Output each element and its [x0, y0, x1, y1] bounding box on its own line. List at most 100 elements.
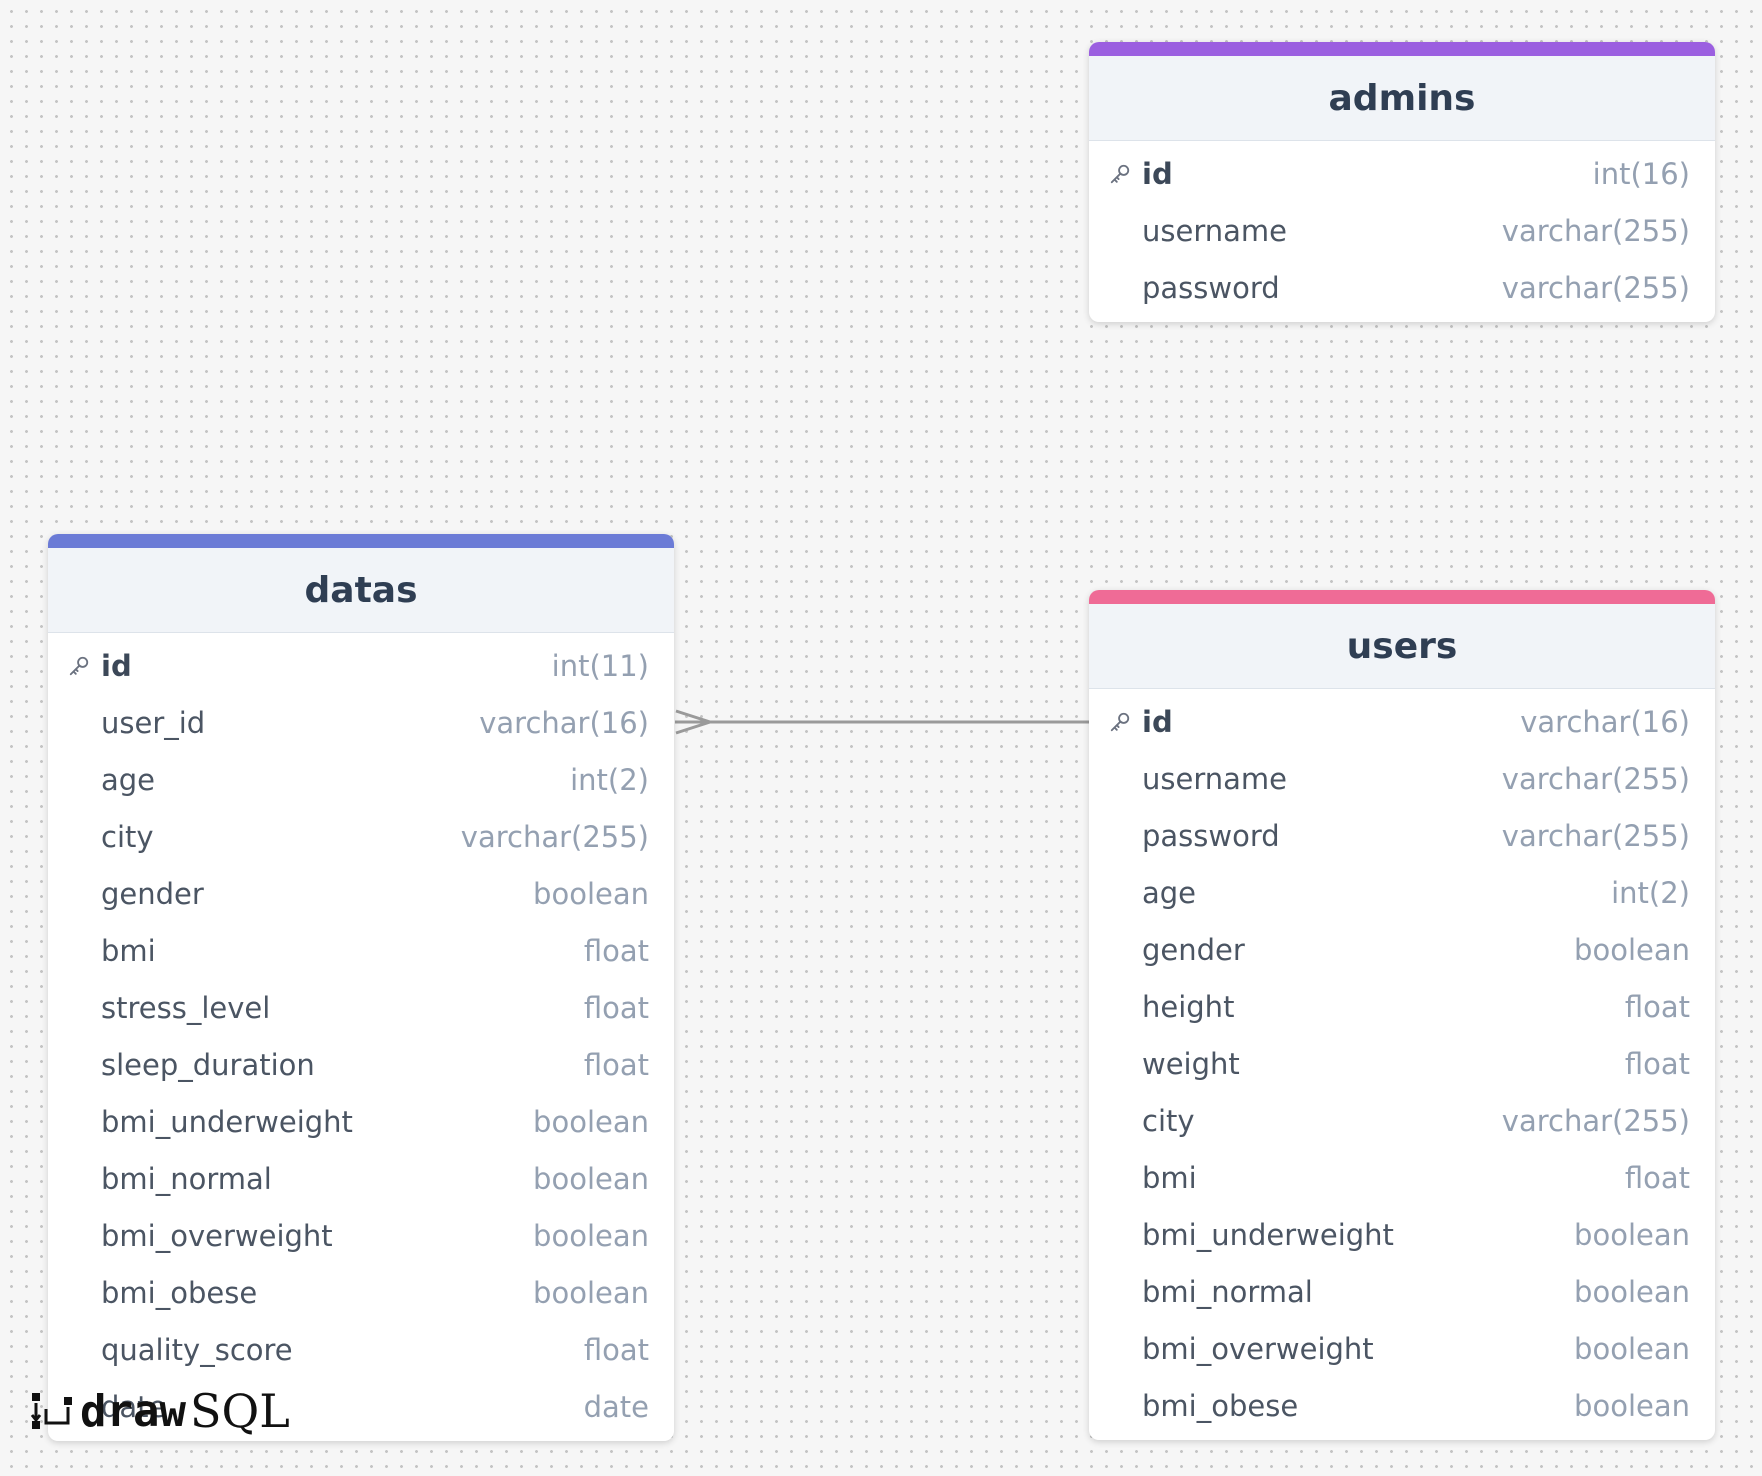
column-type: float — [583, 933, 649, 968]
column-name: id — [1142, 704, 1173, 739]
column-type: boolean — [533, 1275, 649, 1310]
column-type: varchar(255) — [1501, 270, 1690, 305]
column-type: date — [583, 1389, 649, 1424]
column-row-weight[interactable]: weight float — [1089, 1035, 1715, 1092]
column-type: varchar(16) — [479, 705, 649, 740]
drawsql-logo[interactable]: draw SQL — [30, 1384, 290, 1438]
column-row-bmi-overweight[interactable]: bmi_overweight boolean — [48, 1207, 674, 1264]
column-name: bmi_normal — [1142, 1274, 1313, 1309]
column-type: varchar(16) — [1520, 704, 1690, 739]
column-row-quality-score[interactable]: quality_score float — [48, 1321, 674, 1378]
column-row-bmi[interactable]: bmi float — [48, 922, 674, 979]
column-type: boolean — [533, 1218, 649, 1253]
column-type: boolean — [1574, 1331, 1690, 1366]
column-type: varchar(255) — [1501, 761, 1690, 796]
column-name: bmi — [1142, 1160, 1197, 1195]
column-row-stress-level[interactable]: stress_level float — [48, 979, 674, 1036]
column-name: weight — [1142, 1046, 1240, 1081]
column-type: int(11) — [551, 648, 649, 683]
column-name: username — [1142, 761, 1287, 796]
column-row-age[interactable]: age int(2) — [48, 751, 674, 808]
column-type: varchar(255) — [1501, 1103, 1690, 1138]
column-name: height — [1142, 989, 1235, 1024]
column-row-id[interactable]: id varchar(16) — [1089, 693, 1715, 750]
column-type: float — [1624, 1046, 1690, 1081]
column-type: float — [583, 1047, 649, 1082]
column-name: bmi — [101, 933, 156, 968]
column-type: float — [1624, 989, 1690, 1024]
table-color-bar — [48, 534, 674, 548]
column-type: varchar(255) — [460, 819, 649, 854]
column-name: age — [101, 762, 156, 797]
primary-key-icon — [1109, 163, 1131, 185]
column-row-id[interactable]: id int(11) — [48, 637, 674, 694]
column-type: boolean — [1574, 932, 1690, 967]
column-name: gender — [101, 876, 204, 911]
column-name: username — [1142, 213, 1287, 248]
column-type: boolean — [1574, 1217, 1690, 1252]
column-type: float — [583, 1332, 649, 1367]
column-name: bmi_overweight — [1142, 1331, 1374, 1366]
column-row-bmi-obese[interactable]: bmi_obese boolean — [48, 1264, 674, 1321]
column-type: int(2) — [1611, 875, 1690, 910]
column-row-height[interactable]: height float — [1089, 978, 1715, 1035]
table-title: datas — [304, 569, 418, 611]
column-row-bmi-normal[interactable]: bmi_normal boolean — [1089, 1263, 1715, 1320]
column-name: bmi_underweight — [101, 1104, 353, 1139]
column-name: bmi_obese — [1142, 1388, 1299, 1423]
column-row-bmi-underweight[interactable]: bmi_underweight boolean — [48, 1093, 674, 1150]
column-row-gender[interactable]: gender boolean — [48, 865, 674, 922]
column-type: boolean — [1574, 1274, 1690, 1309]
column-name: user_id — [101, 705, 206, 740]
column-type: varchar(255) — [1501, 213, 1690, 248]
column-row-bmi-overweight[interactable]: bmi_overweight boolean — [1089, 1320, 1715, 1377]
column-type: boolean — [533, 1104, 649, 1139]
column-name: bmi_underweight — [1142, 1217, 1394, 1252]
column-type: varchar(255) — [1501, 818, 1690, 853]
column-type: boolean — [533, 1161, 649, 1196]
column-row-bmi-normal[interactable]: bmi_normal boolean — [48, 1150, 674, 1207]
column-name: sleep_duration — [101, 1047, 315, 1082]
table-header[interactable]: datas — [48, 548, 674, 633]
crows-foot-marker — [675, 709, 715, 735]
table-datas[interactable]: datas id int(11) user_id varchar(16) age int(… — [48, 534, 674, 1441]
table-header[interactable]: admins — [1089, 56, 1715, 141]
column-row-password[interactable]: password varchar(255) — [1089, 259, 1715, 316]
primary-key-icon — [1109, 711, 1131, 733]
column-name: bmi_normal — [101, 1161, 272, 1196]
column-row-username[interactable]: username varchar(255) — [1089, 202, 1715, 259]
column-name: gender — [1142, 932, 1245, 967]
column-row-bmi-obese[interactable]: bmi_obese boolean — [1089, 1377, 1715, 1434]
column-type: float — [583, 990, 649, 1025]
column-row-id[interactable]: id int(16) — [1089, 145, 1715, 202]
column-row-sleep-duration[interactable]: sleep_duration float — [48, 1036, 674, 1093]
column-type: boolean — [1574, 1388, 1690, 1423]
column-row-username[interactable]: username varchar(255) — [1089, 750, 1715, 807]
column-row-bmi-underweight[interactable]: bmi_underweight boolean — [1089, 1206, 1715, 1263]
column-row-gender[interactable]: gender boolean — [1089, 921, 1715, 978]
column-name: quality_score — [101, 1332, 293, 1367]
drawsql-logo-icon — [30, 1393, 72, 1429]
column-name: bmi_overweight — [101, 1218, 333, 1253]
column-name: bmi_obese — [101, 1275, 258, 1310]
column-name: stress_level — [101, 990, 271, 1025]
column-type: boolean — [533, 876, 649, 911]
column-type: int(16) — [1592, 156, 1690, 191]
logo-text-sql: SQL — [189, 1384, 290, 1438]
column-name: id — [101, 648, 132, 683]
logo-text-draw: draw — [80, 1385, 186, 1437]
column-type: int(2) — [570, 762, 649, 797]
column-name: id — [1142, 156, 1173, 191]
column-name: password — [1142, 270, 1280, 305]
column-row-user-id[interactable]: user_id varchar(16) — [48, 694, 674, 751]
table-header[interactable]: users — [1089, 604, 1715, 689]
